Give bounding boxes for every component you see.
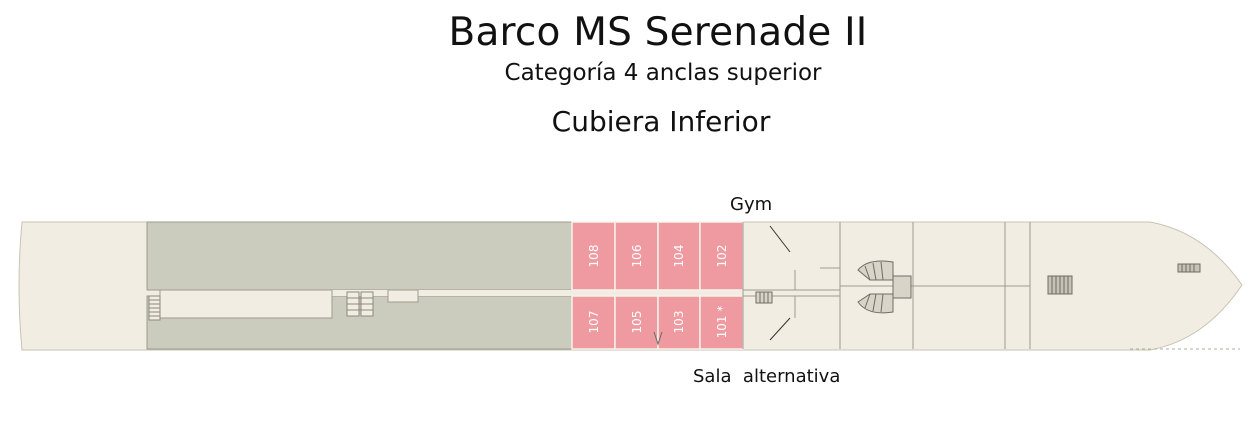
stairs-aft-icon (148, 295, 161, 321)
gym-label: Gym (730, 194, 773, 215)
stairs-mid-icon (346, 291, 374, 317)
page-subtitle: Categoría 4 anclas superior (504, 60, 822, 86)
forward-grille-icon (1047, 275, 1073, 295)
crew-area-top (146, 221, 573, 291)
bow-vent-icon (1177, 263, 1201, 273)
cabins (571, 221, 744, 350)
cabin-label-106: 106 (630, 245, 644, 268)
aft-room (159, 289, 333, 319)
lounge-leader (769, 317, 791, 341)
main-staircase-icon (857, 260, 912, 314)
page-title: Barco MS Serenade II (448, 10, 868, 55)
stairs-cabin-icon (755, 291, 773, 304)
cabin-label-104: 104 (672, 245, 686, 268)
aft-room-2 (387, 289, 419, 303)
door-marker-icon (653, 331, 663, 346)
deck-name: Cubiera Inferior (551, 105, 771, 138)
lounge-label: Sala alternativa (693, 366, 841, 387)
cabin-numbers: 108 106 104 102 107 105 103 101 * (587, 245, 729, 339)
cabin-label-101: 101 * (715, 306, 729, 339)
cabin-label-108: 108 (587, 245, 601, 268)
cabin-label-107: 107 (587, 311, 601, 334)
cabin-label-105: 105 (630, 311, 644, 334)
gym-leader (769, 225, 791, 253)
cabin-label-102: 102 (715, 245, 729, 268)
cabin-label-103: 103 (672, 311, 686, 334)
